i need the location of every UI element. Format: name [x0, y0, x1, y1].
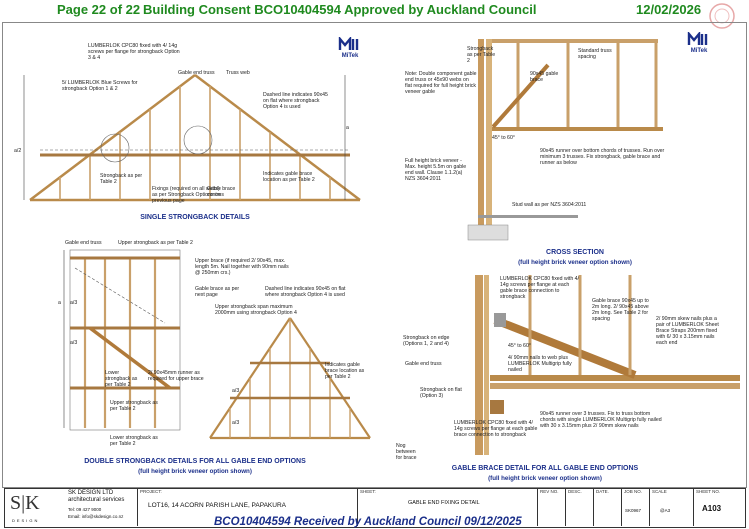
mitek-logo-left: MiTek — [335, 35, 365, 59]
double-strongback-drawing — [63, 249, 371, 440]
brace-skew-note: 2/ 90mm skew nails plus a pair of LUMBER… — [656, 316, 719, 346]
brace-nog-note: Nog between for brace — [396, 443, 417, 461]
council-seal-icon — [708, 2, 736, 30]
scale-label: SCALE — [652, 489, 667, 494]
cross-section-subtitle: (full height brick veneer option shown) — [518, 259, 632, 266]
brace-sb-flat-note: Strongback on flat (Option 3) — [420, 387, 462, 399]
job-value: SK0967 — [625, 508, 642, 513]
double-gable-end-truss-note: Gable end truss — [65, 240, 102, 246]
sheetno-cell: SHEET NO. A103 — [693, 488, 745, 526]
cross-angle-note: 45° to 60° — [492, 135, 515, 141]
sk-design-logo: S|K DESIGN — [8, 492, 48, 523]
cross-double-note: Note: Double component gable end truss o… — [405, 71, 477, 95]
scale-value: @A3 — [660, 508, 671, 513]
header-date: 12/02/2026 — [636, 2, 702, 17]
brace-cpc80-note: LUMBERLOK CPC80 fixed with 4/ 14g screws… — [500, 276, 579, 300]
brace-cpc80b-note: LUMBERLOK CPC80 fixed with 4/ 14g screws… — [454, 420, 538, 438]
double-strongback-subtitle: (full height brick veneer option shown) — [138, 468, 252, 475]
double-span-note: Upper strongback span maximum 2000mm usi… — [215, 304, 297, 316]
double-upper-brace-note: Upper brace (if required 2/ 90x45, max. … — [195, 258, 289, 276]
cross-stud-note: Stud wall as per NZS 3604:2011 — [512, 202, 587, 208]
firm-tel: Tel: 09 427 9000 — [68, 507, 102, 512]
sheet-cell: SHEET: GABLE END FIXING DETAIL — [357, 488, 538, 526]
cross-standard-note: Standard truss spacing — [578, 48, 612, 60]
scale-cell: SCALE @A3 — [649, 488, 694, 526]
mitek-mark-icon — [338, 35, 359, 50]
received-stamp: BCO10404594 Received by Auckland Council… — [214, 516, 522, 528]
cross-section-drawing — [467, 39, 663, 241]
double-dim-a3-3: a/3 — [232, 388, 240, 394]
single-strongback-title: SINGLE STRONGBACK DETAILS — [140, 214, 250, 221]
gable-brace-title: GABLE BRACE DETAIL FOR ALL GABLE END OPT… — [451, 465, 639, 472]
cross-full-height-note: Full height brick veneer - Max. height 5… — [405, 158, 467, 182]
single-dashed-note: Dashed line indicates 90x45 on flat wher… — [263, 92, 328, 110]
design-label: DESIGN — [12, 518, 40, 523]
mitek-logo-right: MiTek — [684, 30, 714, 54]
brace-nails-note: 4/ 90mm nails to web plus LUMBERLOK Mult… — [508, 355, 572, 373]
sheet-value: GABLE END FIXING DETAIL — [408, 500, 480, 506]
job-cell: JOB NO. SK0967 — [621, 488, 650, 526]
single-dim-a: a — [346, 125, 349, 131]
desc-label: DESC. — [568, 489, 582, 494]
cross-brace-note: 90x45 gable brace — [530, 71, 559, 83]
sheet-label: SHEET: — [360, 489, 376, 494]
cross-runner-note: 90x45 runner over bottom chords of truss… — [540, 148, 665, 166]
double-strongback-title: DOUBLE STRONGBACK DETAILS FOR ALL GABLE … — [84, 458, 306, 465]
double-gable-brace-note: Gable brace as per next page — [195, 286, 240, 298]
gable-brace-drawing — [475, 275, 740, 455]
project-value: LOT16, 14 ACORN PARISH LANE, PAPAKURA — [148, 502, 286, 509]
double-dim-a3-2: a/3 — [70, 340, 78, 346]
cross-section-title: CROSS SECTION — [546, 249, 604, 256]
double-dim-a3-4: a/3 — [232, 420, 240, 426]
date-cell: DATE. — [593, 488, 622, 526]
project-cell: PROJECT: LOT16, 14 ACORN PARISH LANE, PA… — [137, 488, 358, 526]
brace-gable-end-truss-note: Gable end truss — [405, 361, 442, 367]
sk-logo-mark-icon: S|K — [10, 492, 40, 514]
double-upper-sb2-note: Upper strongback as per Table 2 — [110, 400, 158, 412]
brace-angle-note: 45° to 60° — [508, 343, 531, 349]
brace-gable-brace-note: Gable brace 90x45 up to 2m long. 2/ 90x4… — [592, 298, 649, 322]
double-lower-sb2-note: Lower strongback as per Table 2 — [110, 435, 158, 447]
brace-runner-note: 90x45 runner over 3 trusses. Fix to trus… — [540, 411, 662, 429]
firm-email: Email: info@skdesign.co.nz — [68, 514, 124, 519]
project-label: PROJECT: — [140, 489, 162, 494]
date-label: DATE. — [596, 489, 609, 494]
rev-label: REV NO. — [540, 489, 559, 494]
cross-strongback-note: Strongback as per Table 2 — [467, 46, 496, 64]
single-gable-end-truss-note: Gable end truss — [178, 70, 215, 76]
double-indicates-note: Indicates gable brace location as per Ta… — [325, 362, 365, 380]
sheetno-value: A103 — [702, 504, 722, 513]
double-dim-a3-1: a/3 — [70, 300, 78, 306]
firm-name: SK DESIGN LTD — [68, 490, 114, 496]
consent-banner: Building Consent BCO10404594 Approved by… — [143, 2, 537, 17]
single-truss-web-note: Truss web — [226, 70, 250, 76]
double-lower-sb-note: Lower strongback as per Table 2 — [105, 370, 138, 388]
drawing-border — [2, 22, 747, 488]
page-number: Page 22 of 22 — [57, 2, 141, 17]
job-label: JOB NO. — [624, 489, 643, 494]
gable-brace-subtitle: (full height brick veneer option shown) — [488, 475, 602, 482]
single-gable-brace-note: Gable brace centres — [207, 186, 236, 198]
single-strongback-drawing — [23, 74, 361, 202]
title-block — [4, 488, 746, 528]
desc-cell: DESC. — [565, 488, 594, 526]
single-strongback-note: Strongback as per Table 2 — [100, 173, 143, 185]
firm-subtitle: architectural services — [68, 497, 125, 503]
mitek-logo-left-text: MiTek — [341, 53, 359, 59]
mitek-mark-right-icon — [687, 30, 708, 45]
single-bluescrew-note: 5/ LUMBERLOK Blue Screws for strongback … — [62, 80, 138, 92]
double-runner-note: 2/ 90x45mm runner as required for upper … — [148, 370, 204, 382]
sheetno-label: SHEET NO. — [696, 489, 721, 494]
single-fixings-note: Fixings (required on all webs) as per St… — [152, 186, 221, 204]
single-indicates-note: Indicates gable brace location as per Ta… — [263, 171, 315, 183]
double-dashed-note: Dashed line indicates 90x45 on flat wher… — [265, 286, 346, 298]
double-upper-sb-note: Upper strongback as per Table 2 — [118, 240, 193, 246]
double-dim-a: a — [58, 300, 61, 306]
mitek-logo-right-text: MiTek — [690, 48, 708, 54]
single-cpc80-note: LUMBERLOK CPC80 fixed with 4/ 14g screws… — [88, 43, 180, 61]
rev-cell: REV NO. — [537, 488, 566, 526]
single-dim-a-half: a/2 — [14, 148, 22, 154]
brace-strongback-edge-note: Strongback on edge (Options 1, 2 and 4) — [403, 335, 450, 347]
